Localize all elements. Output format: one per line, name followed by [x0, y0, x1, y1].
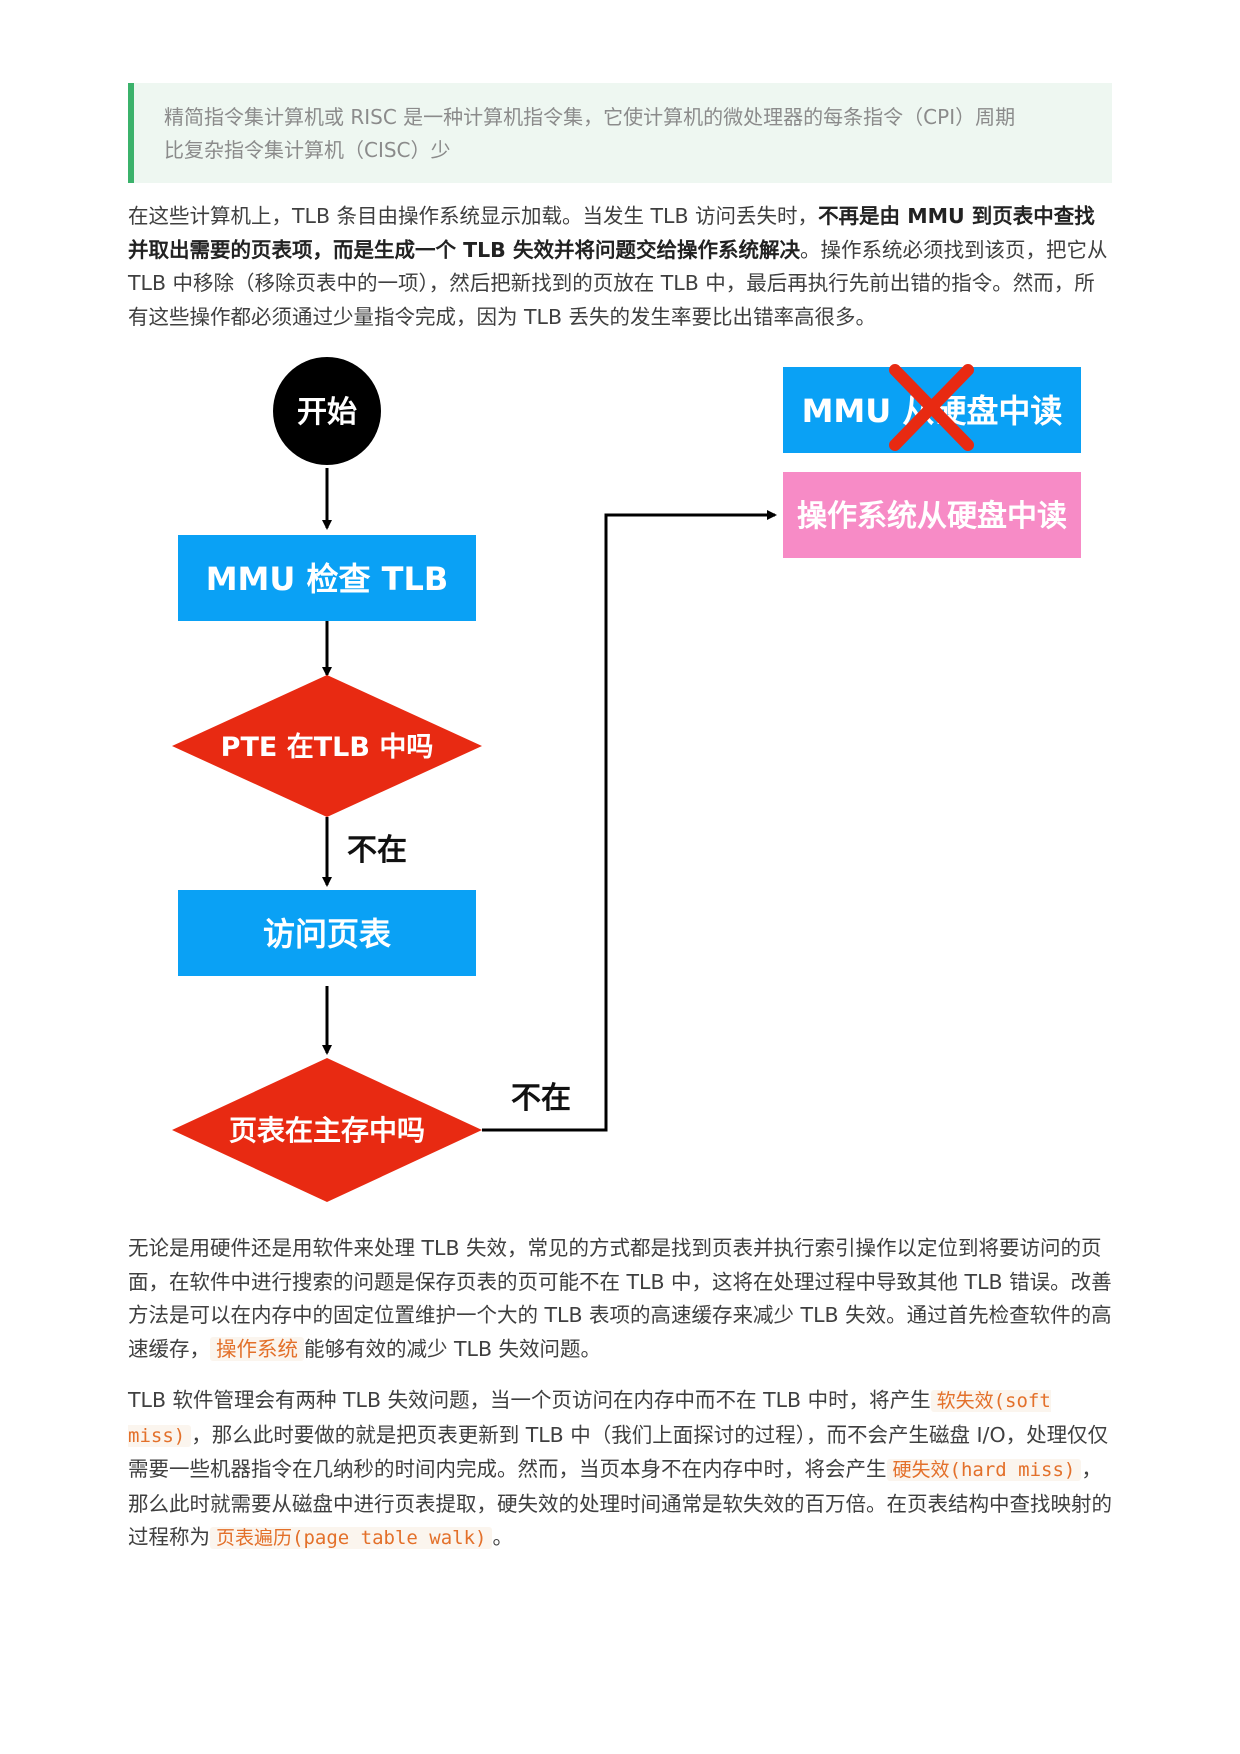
paragraph-3-text-b: ，那么此时要做的就是把页表更新到 TLB 中（我们上面探讨的过程），而不会产生磁…: [128, 1422, 1109, 1482]
label-not-in-1: 不在: [347, 833, 407, 868]
start-node: [273, 357, 381, 465]
paragraph-1-bold: 不再是由 MMU 到页表中查找并取出需要的页表项，而是生成一个 TLB 失效并将…: [128, 204, 1095, 262]
page-table-in-memory-diamond: [172, 1058, 482, 1202]
code-page-table-walk: 页表遍历(page table walk): [210, 1527, 493, 1549]
os-read-disk-label: 操作系统从硬盘中读: [797, 499, 1067, 534]
paragraph-3-text-c: ，那么此时就需要从磁盘中进行页表提取，硬失效的处理时间通常是软失效的百万倍。在页…: [128, 1457, 1112, 1549]
quote-line-1: 精简指令集计算机或 RISC 是一种计算机指令集，它使计算机的微处理器的每条指令…: [164, 105, 1016, 129]
cross-mark-icon: [889, 364, 974, 451]
access-page-table-box: [178, 890, 476, 976]
paragraph-2-text-b: 能够有效的减少 TLB 失效问题。: [304, 1336, 602, 1361]
paragraph-2-highlight: 操作系统: [210, 1336, 304, 1361]
paragraph-1: 在这些计算机上，TLB 条目由操作系统显示加载。当发生 TLB 访问丢失时，不再…: [128, 200, 1112, 334]
paragraph-1-text-b: 。操作系统必须找到该页，把它从 TLB 中移除（移除页表中的一项），然后把新找到…: [128, 237, 1108, 329]
code-hard-miss: 硬失效(hard miss): [886, 1459, 1082, 1481]
start-label: 开始: [297, 395, 357, 430]
arrow-memory-to-os: [482, 510, 777, 1132]
pte-in-tlb-label: PTE 在TLB 中吗: [221, 732, 434, 763]
blockquote: 精简指令集计算机或 RISC 是一种计算机指令集，它使计算机的微处理器的每条指令…: [128, 83, 1112, 183]
label-not-in-2: 不在: [511, 1081, 571, 1116]
paragraph-3-text-d: 。: [492, 1525, 513, 1549]
os-read-disk-box: [783, 472, 1081, 558]
quote-line-2: 比复杂指令集计算机（CISC）少: [164, 138, 451, 162]
paragraph-1-text-a: 在这些计算机上，TLB 条目由操作系统显示加载。当发生 TLB 访问丢失时，: [128, 204, 819, 228]
pte-in-tlb-diamond: [172, 675, 482, 817]
check-tlb-label: MMU 检查 TLB: [206, 560, 449, 598]
check-tlb-box: [178, 535, 476, 621]
paragraph-3: TLB 软件管理会有两种 TLB 失效问题，当一个页访问在内存中而不在 TLB …: [128, 1384, 1112, 1556]
paragraph-2-text-a: 无论是用硬件还是用软件来处理 TLB 失效，常见的方式都是找到页表并执行索引操作…: [128, 1236, 1112, 1361]
flowchart: 开始 MMU 检查 TLB PTE 在TLB 中吗 不在 访问页表 页表在主存中…: [172, 357, 1081, 1202]
access-page-table-label: 访问页表: [263, 915, 391, 953]
paragraph-2: 无论是用硬件还是用软件来处理 TLB 失效，常见的方式都是找到页表并执行索引操作…: [128, 1232, 1112, 1366]
paragraph-3-text-a: TLB 软件管理会有两种 TLB 失效问题，当一个页访问在内存中而不在 TLB …: [128, 1388, 931, 1412]
page-table-in-memory-label: 页表在主存中吗: [229, 1114, 425, 1147]
